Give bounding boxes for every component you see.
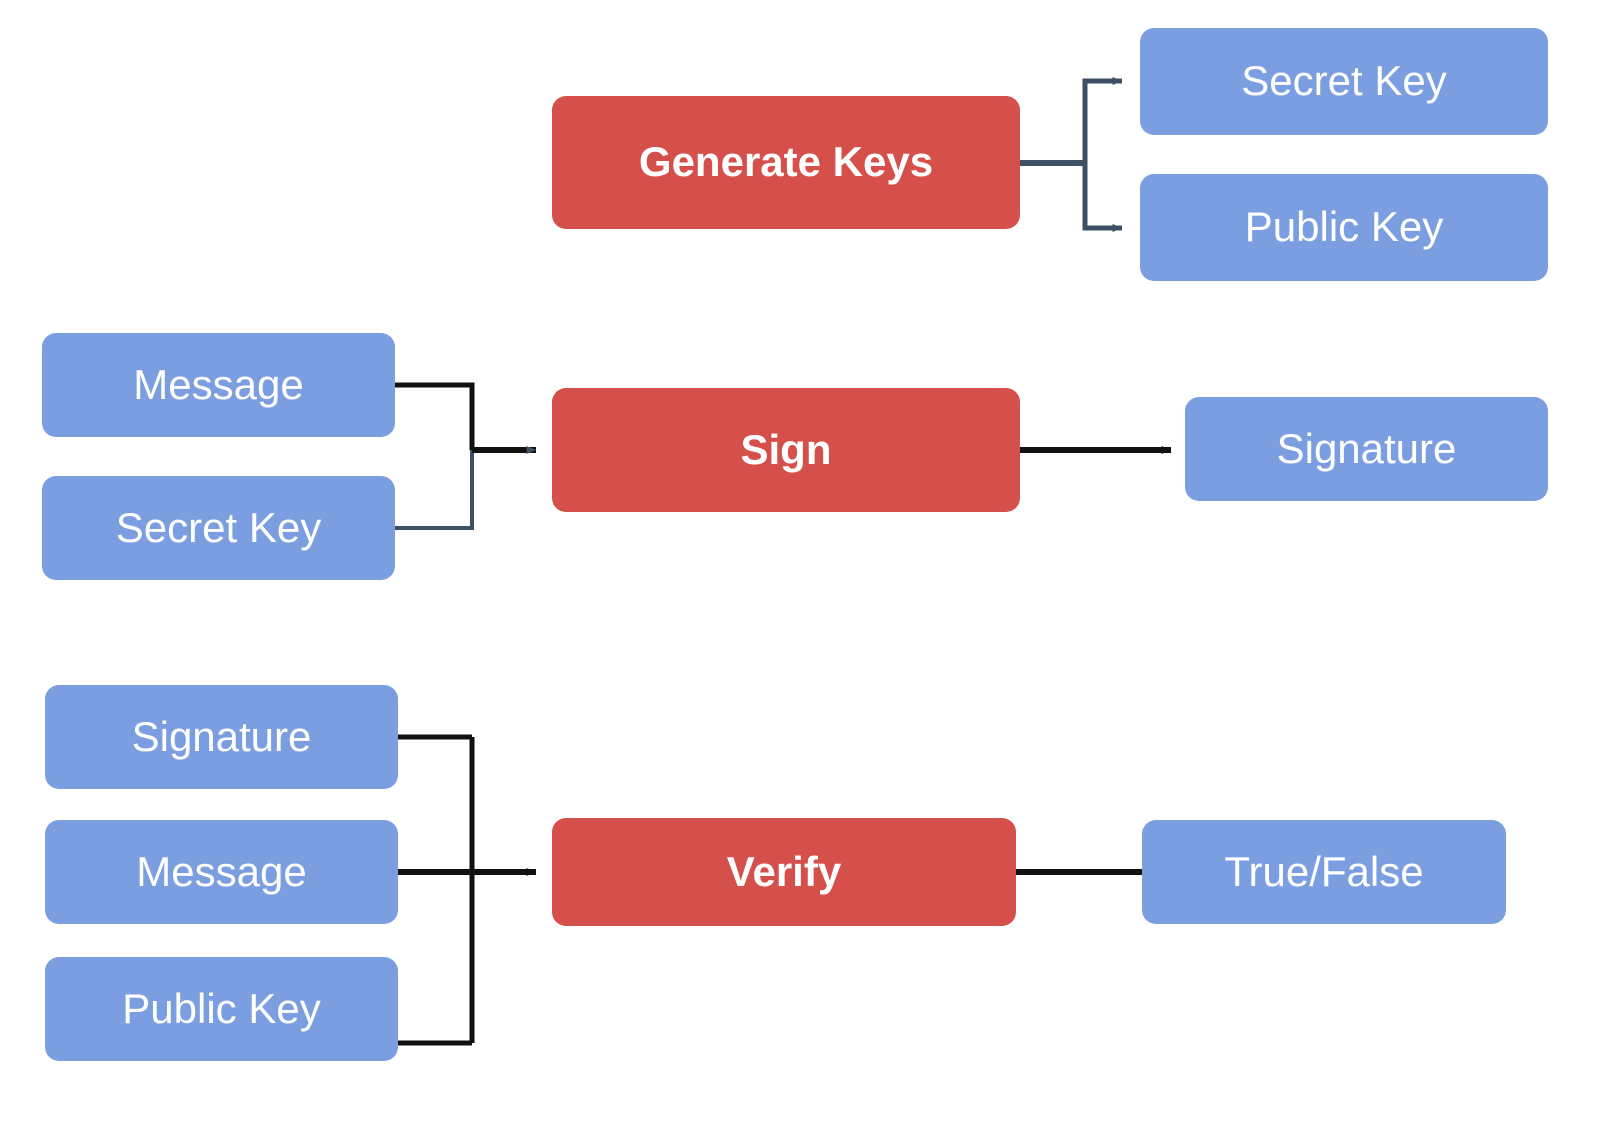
operation-generate-keys-label: Generate Keys bbox=[638, 138, 934, 186]
input-sign-secret-key-label: Secret Key bbox=[115, 503, 322, 551]
input-verify-public-key[interactable]: Public Key bbox=[45, 957, 398, 1061]
input-sign-message-label: Message bbox=[133, 360, 304, 408]
operation-generate-keys[interactable]: Generate Keys bbox=[552, 96, 1020, 229]
output-signature[interactable]: Signature bbox=[1185, 397, 1548, 501]
output-signature-label: Signature bbox=[1276, 424, 1457, 472]
input-verify-signature-label: Signature bbox=[131, 712, 312, 760]
output-true-false-label: True/False bbox=[1224, 847, 1424, 895]
input-verify-signature[interactable]: Signature bbox=[45, 685, 398, 789]
output-public-key[interactable]: Public Key bbox=[1140, 174, 1548, 281]
edge-generate-keys-split bbox=[1020, 77, 1123, 232]
output-public-key-label: Public Key bbox=[1244, 203, 1444, 251]
input-verify-message-label: Message bbox=[136, 847, 307, 895]
input-verify-message[interactable]: Message bbox=[45, 820, 398, 924]
input-verify-public-key-label: Public Key bbox=[122, 984, 321, 1032]
edge-verify-inputs bbox=[398, 734, 537, 1046]
output-secret-key[interactable]: Secret Key bbox=[1140, 28, 1548, 135]
operation-sign[interactable]: Sign bbox=[552, 388, 1020, 512]
output-secret-key-label: Secret Key bbox=[1241, 57, 1447, 105]
operation-verify-label: Verify bbox=[726, 847, 842, 895]
operation-verify[interactable]: Verify bbox=[552, 818, 1016, 926]
input-sign-message[interactable]: Message bbox=[42, 333, 395, 437]
operation-sign-label: Sign bbox=[740, 425, 832, 473]
output-true-false[interactable]: True/False bbox=[1142, 820, 1506, 924]
edge-sign-inputs bbox=[395, 382, 537, 530]
input-sign-secret-key[interactable]: Secret Key bbox=[42, 476, 395, 580]
